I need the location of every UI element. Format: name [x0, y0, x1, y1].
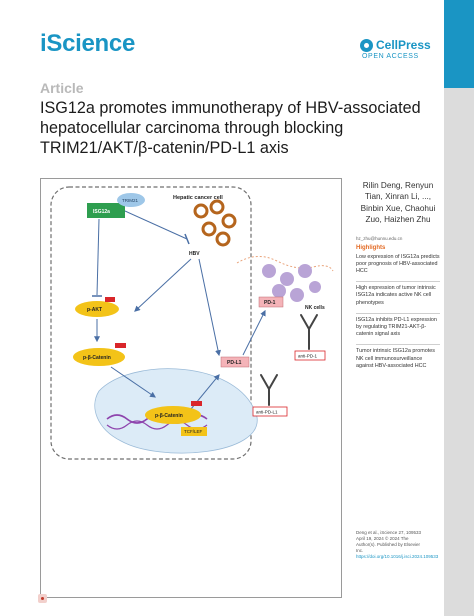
- signal-arrow: [242, 309, 266, 356]
- pbcat-nuclear-node: [145, 406, 201, 424]
- hbv-virions: [193, 199, 237, 247]
- pdl1-label: PD-L1: [227, 360, 242, 366]
- nk-cell: [262, 264, 276, 278]
- publisher-logo: CellPress OPEN ACCESS: [360, 38, 440, 60]
- article-type-label: Article: [40, 80, 84, 96]
- inhibition-bar: [184, 233, 190, 245]
- isg12a-box: [87, 203, 125, 218]
- anti-pd1-antibody: [300, 314, 318, 350]
- pd1-label: PD-1: [264, 300, 276, 306]
- nk-cell: [298, 264, 312, 278]
- citation-line: Deng et al., iScience 27, 109533: [356, 530, 422, 535]
- inhibition-line: [96, 218, 100, 296]
- doi-link[interactable]: https://doi.org/10.1016/j.isci.2024.1095…: [356, 554, 439, 559]
- highlight-item: ISG12a inhibits PD-L1 expression by regu…: [356, 312, 440, 339]
- correspondence-email[interactable]: hz_zhu@hunnu.edu.cn: [356, 235, 403, 241]
- anti-pdl1-label: anti-PD-L1: [256, 410, 278, 415]
- highlight-item: High expression of tumor intrinsic ISG12…: [356, 281, 440, 307]
- citation-line: April 19, 2024 © 2024 The: [356, 536, 409, 541]
- journal-sidebar: [444, 0, 474, 616]
- cell-label: Hepatic cancer cell: [173, 195, 223, 201]
- pbcat-node: [73, 348, 125, 366]
- tcf-lef-label: TCF/LEF: [184, 429, 203, 434]
- signal-arrow: [134, 258, 192, 312]
- hbv-virion: [201, 221, 217, 237]
- cell-membrane: [50, 186, 252, 460]
- dna-strand: [106, 420, 208, 430]
- citation-line: Inc.: [356, 548, 364, 553]
- anti-pd1-box: [294, 350, 326, 361]
- trim21-blob: [117, 193, 145, 207]
- nk-cell: [272, 284, 286, 298]
- phospho-tag: [191, 401, 202, 406]
- signal-arrow: [110, 366, 156, 398]
- sidebar-tab: [444, 0, 474, 88]
- cytotoxic-granules: [236, 256, 334, 272]
- article-title: ISG12a promotes immunotherapy of HBV-ass…: [40, 99, 421, 157]
- hbv-label: HBV: [189, 251, 200, 257]
- hbv-virion: [221, 213, 237, 229]
- pbcat-nuclear-label: p-β-Catenin: [155, 413, 183, 419]
- isg12a-label: ISG12a: [93, 209, 110, 215]
- author-list: Rilin Deng, Renyun Tian, Xinran Li, ...,…: [360, 181, 436, 225]
- signal-arrow: [198, 258, 221, 357]
- hbv-virion: [193, 203, 209, 219]
- graphical-abstract: Hepatic cancer cell ISG12a TRIM21 HBV: [40, 178, 342, 598]
- nk-cell: [280, 272, 294, 286]
- pd1-box: [258, 296, 284, 308]
- pathway-diagram: Hepatic cancer cell ISG12a TRIM21 HBV: [50, 186, 334, 460]
- trim21-label: TRIM21: [122, 198, 139, 203]
- nk-label: NK cells: [305, 305, 325, 311]
- highlights-heading: Highlights: [356, 244, 386, 251]
- tcf-lef-box: [181, 427, 207, 436]
- anti-pdl1-box: [252, 406, 288, 417]
- publisher-name: CellPress: [376, 38, 431, 52]
- nk-cells: [236, 256, 334, 302]
- hbv-virion: [209, 199, 225, 215]
- highlight-item: Tumor intrinsic ISG12a promotes NK cell …: [356, 344, 440, 370]
- hbv-virion: [215, 231, 231, 247]
- citation-block: Deng et al., iScience 27, 109533 April 1…: [356, 530, 442, 560]
- anti-pd1-label: anti-PD-1: [298, 354, 318, 359]
- phospho-tag: [105, 297, 115, 302]
- pakt-node: [75, 301, 119, 317]
- highlight-item: Low expression of ISG12a predicts poor p…: [356, 253, 440, 275]
- anti-pdl1-antibody: [260, 374, 278, 406]
- journal-name: iScience: [40, 30, 135, 57]
- citation-line: Author(s). Published by Elsevier: [356, 542, 421, 547]
- crossmark-icon[interactable]: [38, 594, 47, 603]
- open-access-label: OPEN ACCESS: [362, 53, 419, 60]
- pakt-label: p-AKT: [87, 307, 102, 313]
- cellpress-icon: [360, 38, 373, 52]
- pdl1-box: [220, 356, 250, 368]
- nk-cell: [309, 281, 321, 293]
- nk-cell: [290, 288, 304, 302]
- phospho-tag: [115, 343, 126, 348]
- inhibition-line: [124, 210, 188, 240]
- pbcat-label: p-β-Catenin: [83, 355, 111, 361]
- summary-column: Rilin Deng, Renyun Tian, Xinran Li, ...,…: [356, 180, 440, 370]
